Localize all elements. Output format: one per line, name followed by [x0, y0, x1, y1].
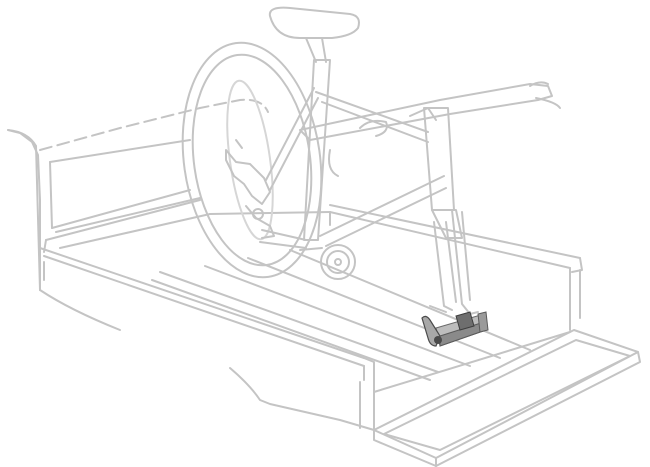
cab-roof-dashed-line	[39, 98, 269, 151]
truck-bed-front-wall	[43, 139, 201, 253]
truck-bed-right-rail	[329, 204, 583, 331]
quick-release-nut	[434, 336, 442, 344]
bike-rear-derailleur	[225, 139, 275, 239]
bike-front-fork	[429, 209, 479, 315]
truck-bed-floor	[59, 211, 571, 393]
bike-chainring	[299, 244, 356, 280]
fork-mount-device	[421, 311, 489, 347]
bike-saddle	[268, 6, 360, 63]
bike-frame	[259, 59, 455, 249]
truck-bed-left-rail	[39, 247, 375, 431]
truck-cab-outline	[7, 129, 41, 291]
bike-handlebars	[299, 81, 561, 177]
truck-tailgate	[373, 329, 641, 467]
